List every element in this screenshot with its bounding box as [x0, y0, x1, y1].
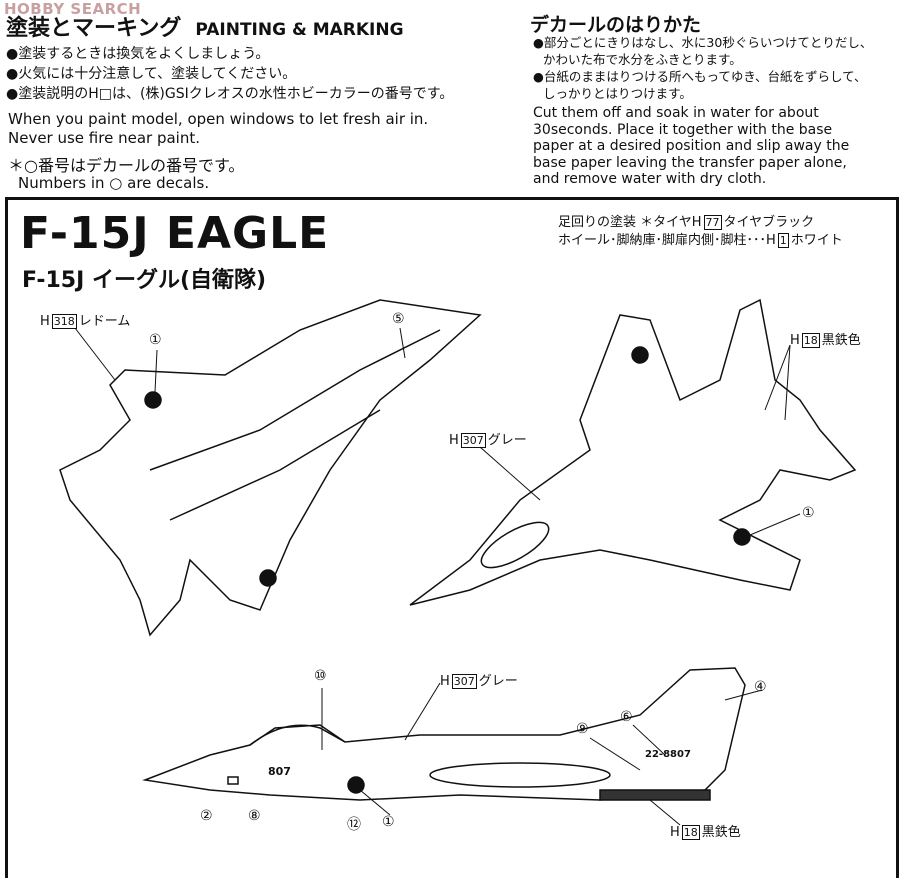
decal-bullet: しっかりとはりつけます。 [543, 86, 692, 101]
paint-code: 1 [777, 233, 789, 248]
model-subtitle: F-15J イーグル(自衛隊) [22, 268, 267, 293]
paint-name: グレー [487, 433, 527, 448]
instruction-line: base paper leaving the transfer paper al… [533, 154, 847, 171]
decal-bullet: ●台紙のままはりつける所へもってゆき、台紙をずらして、 [533, 69, 867, 84]
paint-prefix: H [40, 314, 50, 329]
model-title: F-15J EAGLE [20, 208, 330, 259]
gear-note-text: タイヤブラック [723, 215, 815, 230]
roundel-marking [259, 569, 277, 587]
paint-code: 18 [681, 825, 700, 840]
paint-code: 307 [451, 674, 477, 689]
decal-note-en: Numbers in ○ are decals. [18, 174, 210, 192]
tail-code: 22-8807 [645, 749, 691, 760]
gear-note-text: 足回りの塗装 ＊タイヤH [558, 215, 702, 230]
warning-line: Never use fire near paint. [8, 129, 200, 147]
decal-bullet: かわいた布で水分をふきとります。 [543, 52, 742, 67]
decal-number: ② [200, 808, 213, 824]
paint-name: 黒鉄色 [821, 333, 861, 348]
painting-title-en: PAINTING & MARKING [195, 20, 404, 40]
decal-heading: デカールのはりかた [530, 14, 702, 36]
paint-code: 77 [703, 215, 722, 230]
instruction-line: paper at a desired position and slip awa… [533, 138, 850, 154]
paint-prefix: H [449, 433, 459, 448]
roundel-marking [631, 346, 649, 364]
decal-bullet: ●部分ごとにきりはなし、水に30秒ぐらいつけてとりだし、 [533, 35, 873, 50]
decal-number: ⑫ [347, 817, 361, 833]
watermark: HOBBY SEARCH [4, 0, 142, 18]
decal-bullets: ●部分ごとにきりはなし、水に30秒ぐらいつけてとりだし、 かわいた布で水分をふき… [533, 34, 872, 102]
side-view [142, 667, 746, 801]
decal-number: ⑨ [576, 721, 589, 737]
paint-name: レドーム [78, 314, 131, 329]
painting-bullet: ●火気には十分注意して、塗装してください。 [6, 66, 297, 82]
painting-bullet: ●塗装説明のH□は、(株)GSIクレオスの水性ホビーカラーの番号です。 [6, 86, 454, 102]
instruction-line: 30seconds. Place it together with the ba… [533, 121, 833, 138]
decal-number: ⑤ [392, 311, 405, 327]
paint-prefix: H [790, 333, 800, 348]
roundel-marking [347, 776, 365, 794]
nose-number: 807 [268, 765, 291, 778]
painting-title-jp: 塗装とマーキング [6, 16, 182, 41]
decal-note-jp: ＊○番号はデカールの番号です。 [8, 156, 245, 175]
paint-code: 318 [51, 314, 77, 329]
decal-number: ④ [754, 679, 767, 695]
underside-view [59, 299, 482, 637]
instruction-frame [5, 197, 899, 878]
decal-number: ① [382, 814, 395, 830]
painting-warning: When you paint model, open windows to le… [8, 110, 428, 148]
paint-code: 307 [460, 433, 486, 448]
top-airframe [409, 298, 857, 606]
leader-lines [74, 327, 801, 826]
painting-bullets: ●塗装するときは換気をよくしましょう。 ●火気には十分注意して、塗装してください… [6, 44, 453, 104]
decal-number: ⑥ [620, 709, 633, 725]
instruction-line: and remove water with dry cloth. [533, 171, 767, 187]
canopy [480, 521, 550, 569]
top-view [409, 298, 857, 606]
warning-line: When you paint model, open windows to le… [8, 110, 429, 128]
paint-name: グレー [478, 674, 518, 689]
decal-number: ① [149, 332, 162, 348]
gear-note-text: ホワイト [790, 233, 843, 248]
gear-note-text: ホイール･脚納庫･脚扉内側･脚柱･･･H [558, 233, 776, 248]
instruction-line: Cut them off and soak in water for about [533, 105, 819, 121]
paint-code: 18 [801, 333, 820, 348]
painting-bullet: ●塗装するときは換気をよくしましょう。 [6, 46, 270, 62]
painting-heading: 塗装とマーキング PAINTING & MARKING [6, 10, 404, 42]
roundel-marking [733, 528, 751, 546]
intake-detail [227, 776, 239, 785]
roundel-marking [144, 391, 162, 409]
paint-prefix: H [670, 825, 680, 840]
exhaust-area [599, 789, 711, 801]
paint-name: 黒鉄色 [701, 825, 741, 840]
decal-instructions: Cut them off and soak in water for about… [533, 105, 849, 188]
underside-airframe [59, 299, 482, 637]
paint-prefix: H [440, 674, 450, 689]
decal-number: ① [802, 505, 815, 521]
decal-number: ⑩ [314, 668, 327, 684]
decal-number: ⑧ [248, 808, 261, 824]
